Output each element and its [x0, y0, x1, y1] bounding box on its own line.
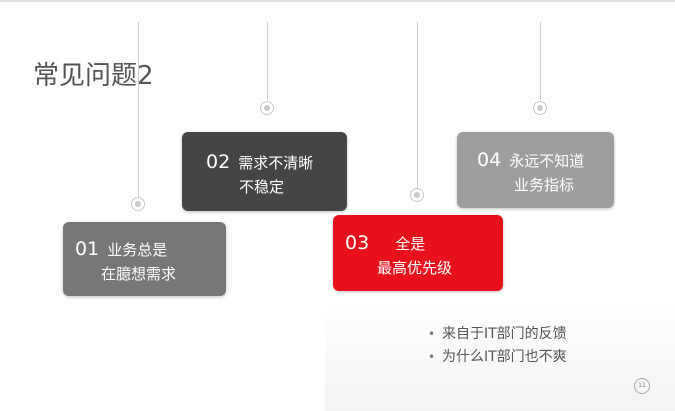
- note-text: 为什么IT部门也不爽: [442, 349, 567, 365]
- issue-card-02-number: 02: [206, 151, 231, 173]
- note-text: 来自于IT部门的反馈: [442, 326, 567, 342]
- connector-dot-02: [260, 101, 274, 115]
- issue-card-03-headline: 03 全是: [345, 232, 425, 255]
- connector-line-04: [540, 22, 541, 100]
- issue-card-01-line1: 业务总是: [107, 241, 168, 259]
- note-bullet: •: [428, 350, 436, 364]
- issue-card-03-line2: 最高优先级: [377, 259, 453, 277]
- issue-card-01-headline: 01 业务总是: [75, 238, 167, 261]
- top-edge-divider: [0, 0, 675, 2]
- issue-card-04-headline: 04 永远不知道: [477, 149, 584, 172]
- feedback-notes: • 来自于IT部门的反馈 • 为什么IT部门也不爽: [428, 323, 567, 369]
- issue-card-04-line1: 永远不知道: [509, 152, 585, 170]
- connector-line-03: [417, 22, 418, 188]
- connector-dot-04: [533, 101, 547, 115]
- issue-card-03-number: 03: [345, 232, 370, 254]
- bottom-right-shade: [325, 300, 675, 411]
- page-number: 11: [634, 378, 650, 394]
- slide-title: 常见问题2: [33, 61, 154, 91]
- issue-card-02-line2: 不稳定: [239, 178, 285, 196]
- issue-card-02-headline: 02 需求不清晰: [206, 151, 313, 174]
- connector-dot-01: [131, 197, 145, 211]
- issue-card-01: 01 业务总是 在臆想需求: [63, 222, 226, 296]
- issue-card-04-number: 04: [477, 149, 502, 171]
- issue-card-01-number: 01: [75, 238, 100, 260]
- connector-line-01: [138, 22, 139, 200]
- issue-card-01-line2: 在臆想需求: [101, 265, 177, 283]
- issue-card-04-line2: 业务指标: [514, 176, 575, 194]
- note-item: • 来自于IT部门的反馈: [428, 323, 567, 346]
- issue-card-04: 04 永远不知道 业务指标: [457, 132, 614, 208]
- connector-line-02: [267, 22, 268, 100]
- note-item: • 为什么IT部门也不爽: [428, 346, 567, 369]
- issue-card-02: 02 需求不清晰 不稳定: [182, 132, 347, 211]
- connector-dot-03: [410, 188, 424, 202]
- note-bullet: •: [428, 327, 436, 341]
- issue-card-03: 03 全是 最高优先级: [333, 215, 503, 291]
- issue-card-03-line1: 全是: [395, 235, 426, 253]
- issue-card-02-line1: 需求不清晰: [238, 154, 314, 172]
